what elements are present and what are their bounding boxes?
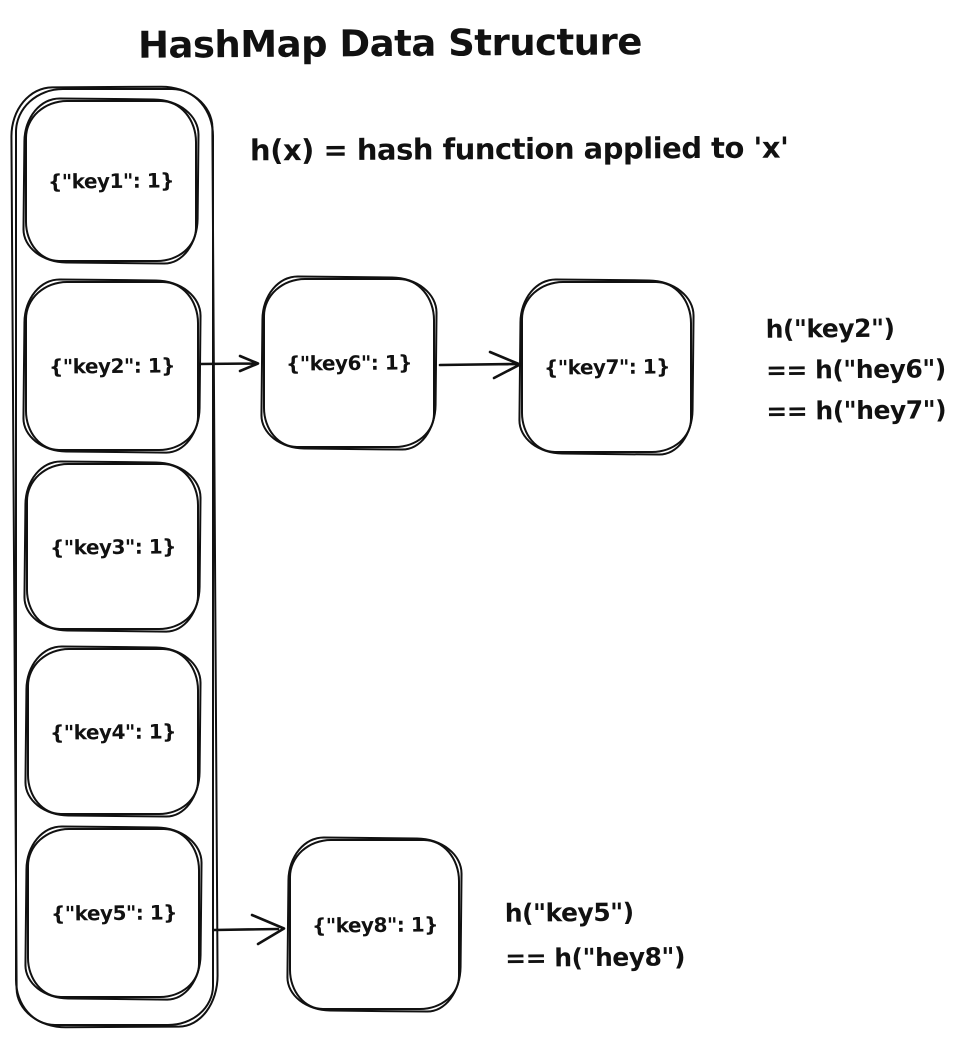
bucket-node-key2: {"key2": 1} xyxy=(25,281,199,451)
bucket-label-key2: {"key2": 1} xyxy=(48,353,176,379)
bucket-node-key1: {"key1": 1} xyxy=(25,100,197,262)
chain-label-key8: {"key8": 1} xyxy=(311,911,438,938)
collision-note-key2: h("key2") == h("hey6") == h("hey7") xyxy=(765,307,947,432)
hash-function-formula: h(x) = hash function applied to 'x' xyxy=(249,130,789,168)
collision-note-key5-line1: h("key5") xyxy=(504,897,634,928)
chain-node-key7: {"key7": 1} xyxy=(521,281,692,453)
bucket-label-key1: {"key1": 1} xyxy=(47,168,175,194)
collision-note-key5: h("key5") == h("hey8") xyxy=(505,889,686,981)
chain-label-key6: {"key6": 1} xyxy=(285,350,413,376)
collision-note-key2-line3: == h("hey7") xyxy=(766,395,947,426)
chain-node-key6: {"key6": 1} xyxy=(263,278,435,448)
bucket-node-key3: {"key3": 1} xyxy=(26,463,199,630)
bucket-label-key4: {"key4": 1} xyxy=(49,718,177,745)
chain-node-key8: {"key8": 1} xyxy=(289,839,460,1010)
arrow-key2-to-key6-icon xyxy=(198,354,260,373)
bucket-label-key5: {"key5": 1} xyxy=(50,900,177,926)
collision-note-key2-line2: == h("hey6") xyxy=(765,354,946,385)
page-title: HashMap Data Structure xyxy=(137,20,643,67)
bucket-node-key5: {"key5": 1} xyxy=(27,828,200,998)
arrow-key5-to-key8-icon xyxy=(212,913,286,946)
bucket-label-key3: {"key3": 1} xyxy=(49,533,176,560)
bucket-node-key4: {"key4": 1} xyxy=(27,648,199,815)
collision-note-key2-line1: h("key2") xyxy=(765,313,895,344)
collision-note-key5-line2: == h("hey8") xyxy=(505,942,686,973)
arrow-key6-to-key7-icon xyxy=(438,350,522,380)
bucket-array-container xyxy=(15,88,214,1026)
chain-label-key7: {"key7": 1} xyxy=(543,354,670,380)
